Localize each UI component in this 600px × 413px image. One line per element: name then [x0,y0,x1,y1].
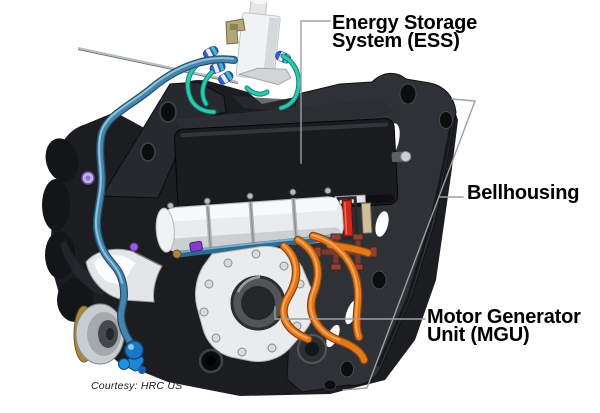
label-ess-line1: Energy Storage [332,12,478,34]
ribbed-left-cap [155,207,175,253]
bolt-dot [203,197,211,205]
hv-cable-highlights [281,234,360,341]
block-body [235,0,292,86]
pillar-hole [140,142,156,162]
label-energy-storage-system: Energy Storage System (ESS) [332,12,478,52]
bolt-hole [399,83,417,105]
fitting-gloss [128,344,134,350]
label-mgu-line1: Motor Generator [427,306,581,328]
rib-divider-lines [207,198,298,250]
fitting-bolt [138,366,146,374]
bottom-port-hole [206,356,216,366]
ess-top-face [175,98,396,136]
block-foot [237,67,292,86]
pillar-hole [159,101,177,123]
coolant-tube-blue [92,55,238,374]
blue-banjo-fitting [118,340,146,374]
crankcase-lobe [42,179,70,231]
bolt-dot [289,188,297,196]
red-connector-highlight [344,202,348,235]
manifold-cap [352,233,364,241]
crankcase-lobe [45,138,79,182]
connector-stack [334,194,373,241]
courtesy-caption: Courtesy: HRC US [91,380,183,392]
bellhousing-slot [375,211,389,237]
purple-bolt-small [129,242,139,252]
gear-hub-inner [241,286,275,320]
bolt-dot [324,187,332,195]
brass-tip [172,249,182,259]
bolt-hole [371,270,387,290]
label-bellhousing: Bellhousing [467,182,580,204]
tan-clip-notch [230,24,238,30]
satellite-hub [305,342,319,356]
gear-hub-gloss [236,275,261,293]
ess-knob-tip [400,151,412,163]
starter-cylinder [73,303,125,365]
cylinder-core [106,328,114,340]
label-bellhousing-line1: Bellhousing [467,182,580,204]
tube-body [94,56,237,350]
teal-wire [279,54,301,110]
bolt-hole [340,360,354,378]
manifold-cap [330,263,342,271]
ess-leader-line [300,20,331,164]
red-connector [341,199,354,237]
purple-bolt-center [85,175,91,181]
callout-leaders [274,20,476,391]
tan-bar [360,202,373,234]
mgu-leader-line [274,306,426,320]
manifold-cap [330,233,342,241]
label-ess-line2: System (ESS) [332,29,460,52]
bolt-hole [439,111,453,129]
ess-top-highlight [180,122,389,138]
hv-cables-orange [279,231,373,365]
blue-fitting [218,71,234,85]
label-motor-generator-unit: Motor Generator Unit (MGU) [427,306,581,346]
blue-fitting [202,45,219,60]
chrome-edge [133,251,163,267]
bellhousing-edge-shade [376,119,454,367]
fitting-ball [124,340,144,360]
bolt-dot [246,192,254,200]
purple-connector [189,240,203,253]
tube-highlight [94,57,234,284]
bottom-lug-hole [323,379,337,391]
top-connector-block [185,0,302,115]
block-cap-top [250,0,267,5]
bellhousing-bracket-line [342,98,476,391]
fitting-nut [118,358,130,370]
rod-shadow [77,49,239,84]
frame-pillar [101,81,227,199]
crankcase-lobe [45,231,75,279]
block-side-shade [262,17,280,79]
teal-wire [245,86,269,96]
teal-wire [201,70,214,106]
label-mgu-line2: Unit (MGU) [427,323,530,346]
